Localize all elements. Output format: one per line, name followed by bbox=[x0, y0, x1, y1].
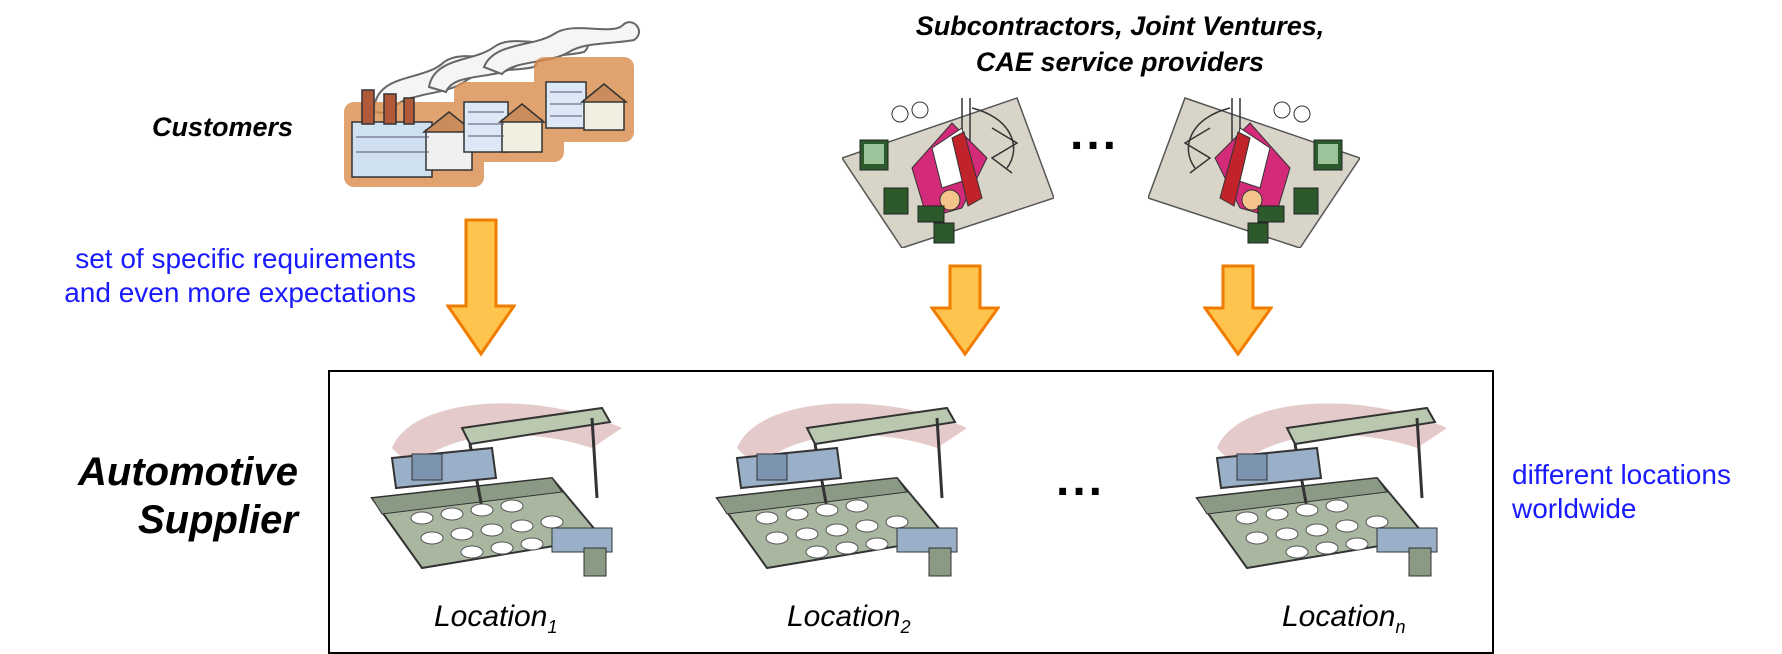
location-name: Location bbox=[787, 600, 901, 633]
machine-clipart-n bbox=[1195, 403, 1447, 577]
partners-label-line2: CAE service providers bbox=[975, 47, 1265, 77]
location-label-n: Locationn bbox=[1282, 600, 1405, 638]
machine-clipart-2 bbox=[715, 403, 967, 577]
requirements-note-line1: set of specific requirements bbox=[75, 243, 416, 274]
locations-note-line2: worldwide bbox=[1512, 493, 1637, 524]
factories-clipart bbox=[344, 21, 640, 187]
partners-label-line1: Subcontractors, Joint Ventures, bbox=[915, 11, 1325, 41]
engineer-clipart-left bbox=[842, 97, 1054, 248]
location-name: Location bbox=[1282, 600, 1396, 633]
automotive-supplier-label-line2: Supplier bbox=[137, 498, 298, 542]
partners-label: Subcontractors, Joint Ventures, CAE serv… bbox=[840, 8, 1400, 80]
location-subscript: 1 bbox=[547, 617, 558, 637]
location-label-2: Location2 bbox=[787, 600, 910, 638]
partners-ellipsis: ... bbox=[1070, 107, 1120, 160]
locations-note-line1: different locations bbox=[1512, 459, 1731, 490]
machine-clipart-1 bbox=[370, 403, 622, 577]
location-subscript: n bbox=[1395, 617, 1406, 637]
engineer-clipart-right bbox=[1148, 97, 1360, 248]
locations-note: different locations worldwide bbox=[1512, 458, 1731, 526]
location-label-1: Location1 bbox=[434, 600, 557, 638]
partner-arrow-right bbox=[1203, 264, 1273, 357]
locations-ellipsis: ... bbox=[1056, 453, 1106, 506]
partner-arrow-left bbox=[930, 264, 1000, 357]
customers-label: Customers bbox=[152, 112, 294, 142]
automotive-supplier-label-line1: Automotive bbox=[78, 450, 298, 494]
requirements-note-line2: and even more expectations bbox=[64, 277, 416, 308]
requirements-note: set of specific requirements and even mo… bbox=[0, 242, 416, 310]
customer-arrow bbox=[446, 218, 516, 357]
automotive-supplier-label: Automotive Supplier bbox=[30, 448, 298, 544]
location-subscript: 2 bbox=[900, 617, 911, 637]
location-name: Location bbox=[434, 600, 548, 633]
